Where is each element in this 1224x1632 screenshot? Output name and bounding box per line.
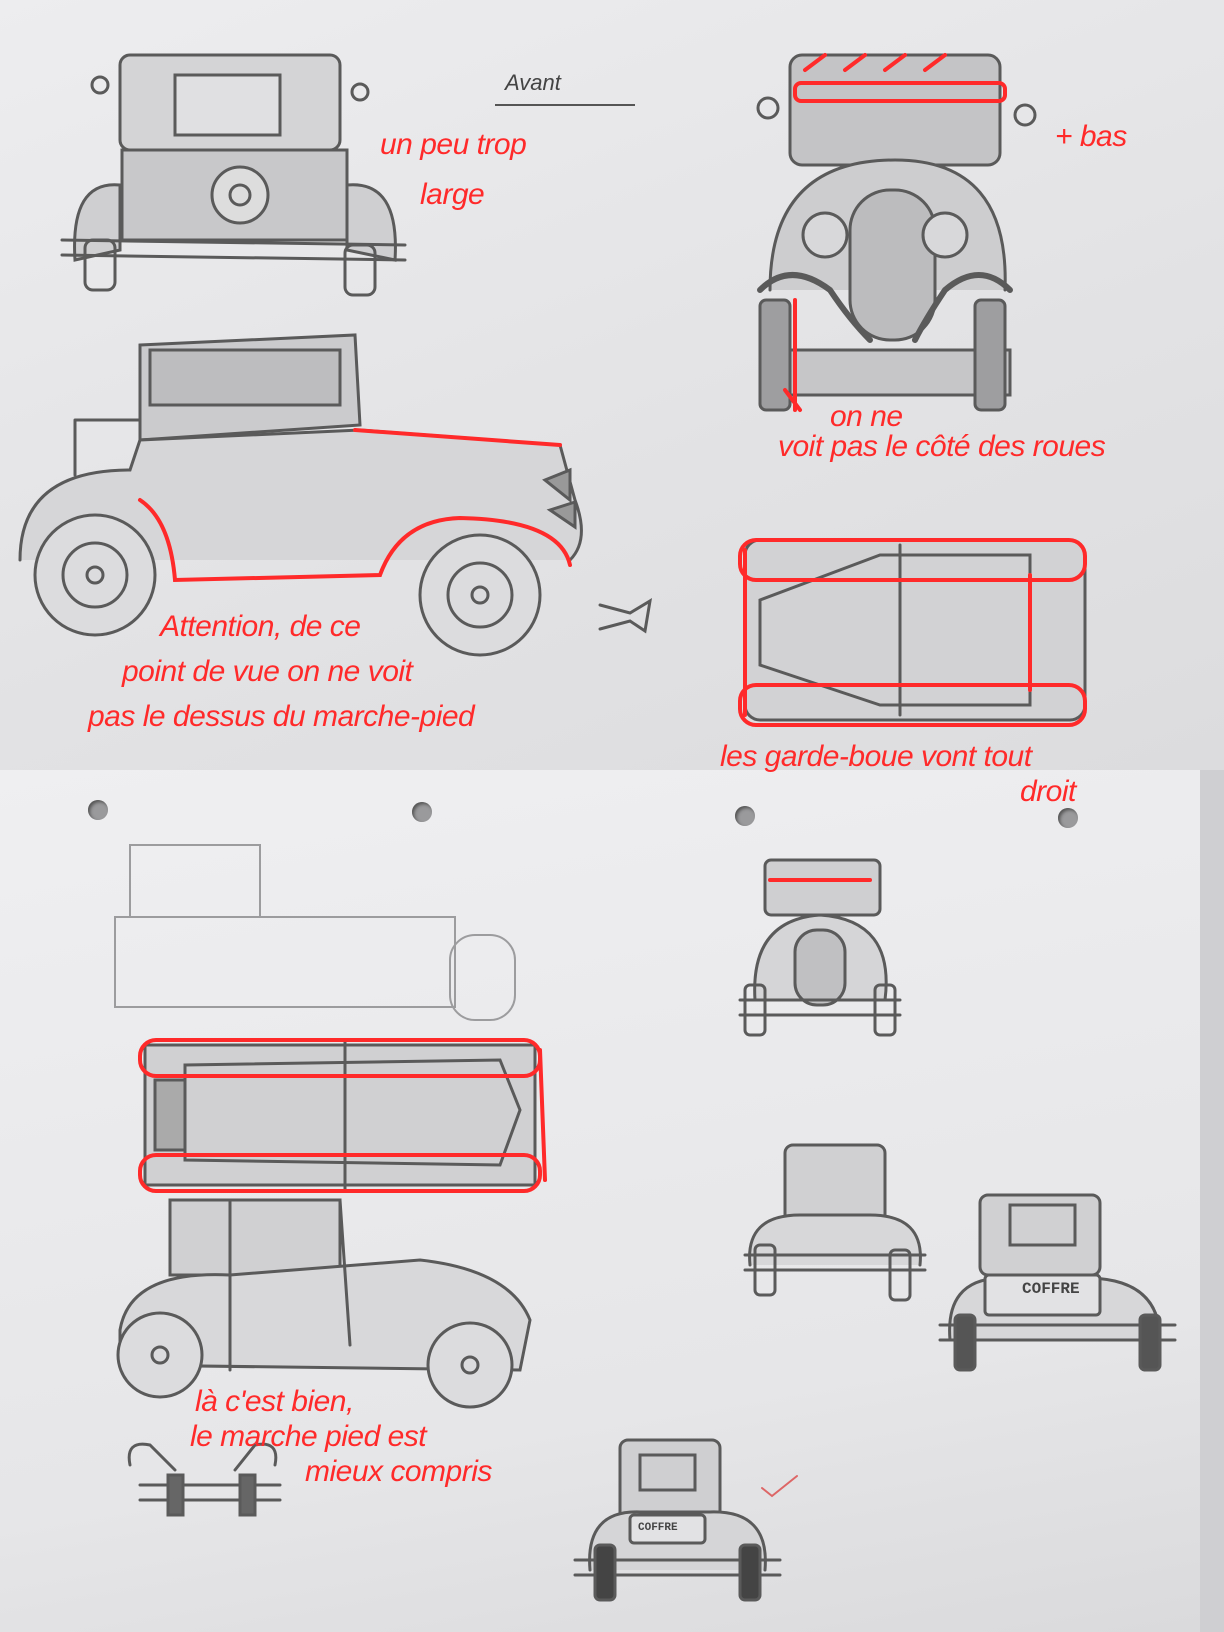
red-corrections [138,53,1087,1498]
note-lower: + bas [1055,120,1127,153]
heading-underline [495,104,635,106]
final-rear-view-sketch [573,1438,782,1602]
trunk-label: COFFRE [638,1522,678,1534]
note-running-board-line1: Attention, de ce [160,610,361,643]
faint-car-side-sketch [114,844,516,1021]
trunk-label: COFFRE [1022,1280,1080,1298]
punch-hole [735,806,755,826]
heading-avant: Avant [505,70,561,95]
note-wheels-line2: voit pas le côté des roues [778,430,1106,463]
note-wheels-line1: on ne [830,400,903,433]
note-mudguards-line1: les garde-boue vont tout [720,740,1032,773]
car-side-view-sketch-2 [116,1198,532,1409]
car-top-view-sketch [743,538,1087,722]
punch-hole [88,800,108,820]
small-front-view-sketch [738,858,902,1037]
note-mudguards-line2: droit [1020,775,1076,808]
punch-hole [1058,808,1078,828]
car-rear-view-sketch [60,53,407,297]
note-good-line3: mieux compris [305,1455,492,1488]
car-top-view-sketch-2 [143,1038,537,1192]
car-side-view-sketch [18,333,653,657]
note-too-wide-line2: large [420,178,485,211]
note-good-line1: là c'est bien, [195,1385,354,1418]
small-rear-view-sketch [743,1143,927,1302]
note-running-board-line3: pas le dessus du marche-pied [88,700,475,733]
note-good-line2: le marche pied est [190,1420,427,1453]
note-too-wide-line1: un peu trop [380,128,527,161]
car-front-view-sketch [756,53,1037,412]
punch-hole [412,802,432,822]
rear-view-with-trunk-sketch [938,1193,1177,1372]
bumper-sketch [127,1442,282,1517]
note-running-board-line2: point de vue on ne voit [122,655,413,688]
